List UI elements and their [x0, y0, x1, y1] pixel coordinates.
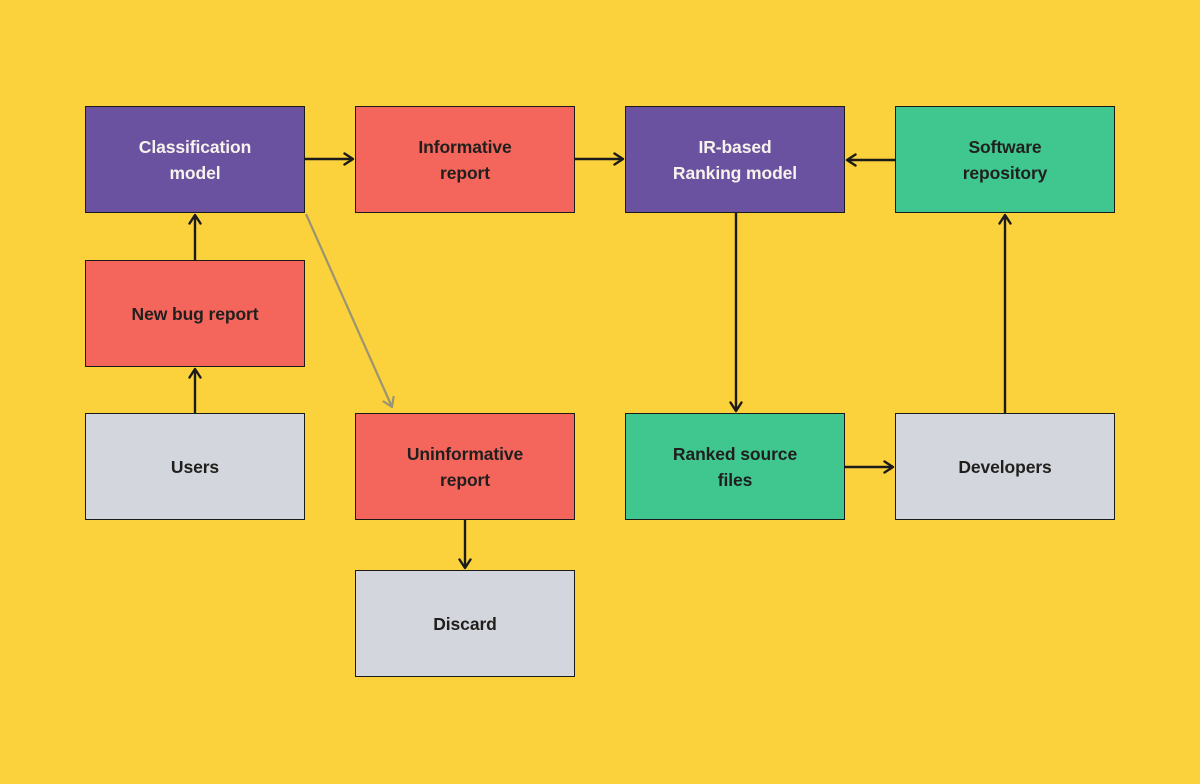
- node-label-line: Discard: [433, 613, 497, 634]
- node-label: Ranked source files: [626, 441, 844, 493]
- classification-model-node: Classification model: [85, 106, 305, 213]
- node-label-line: Software: [968, 136, 1042, 157]
- node-label-line: IR-based: [698, 136, 772, 157]
- node-label-line: report: [440, 469, 490, 490]
- node-label: Classification model: [86, 134, 304, 186]
- ranked-source-files-node: Ranked source files: [625, 413, 845, 520]
- node-label-line: Uninformative: [406, 443, 524, 464]
- node-label: Informative report: [356, 134, 574, 186]
- node-label-line: Informative: [418, 136, 512, 157]
- node-label: Discard: [356, 611, 574, 637]
- node-label-line: New bug report: [131, 303, 259, 324]
- software-repository-node: Software repository: [895, 106, 1115, 213]
- node-label: Developers: [896, 454, 1114, 480]
- node-label: Users: [86, 454, 304, 480]
- node-label-line: repository: [962, 162, 1048, 183]
- node-label-line: files: [717, 469, 753, 490]
- node-label-line: Users: [170, 456, 220, 477]
- node-label-line: Ranked source: [672, 443, 798, 464]
- node-label-line: Ranking model: [672, 162, 798, 183]
- node-label: New bug report: [86, 301, 304, 327]
- developers-node: Developers: [895, 413, 1115, 520]
- node-label: Software repository: [896, 134, 1114, 186]
- node-label-line: Classification: [138, 136, 252, 157]
- node-label-line: model: [169, 162, 221, 183]
- uninformative-report-node: Uninformative report: [355, 413, 575, 520]
- users-node: Users: [85, 413, 305, 520]
- node-label-line: report: [440, 162, 490, 183]
- discard-node: Discard: [355, 570, 575, 677]
- node-label-line: Developers: [958, 456, 1052, 477]
- informative-report-node: Informative report: [355, 106, 575, 213]
- new-bug-report-node: New bug report: [85, 260, 305, 367]
- node-label: Uninformative report: [356, 441, 574, 493]
